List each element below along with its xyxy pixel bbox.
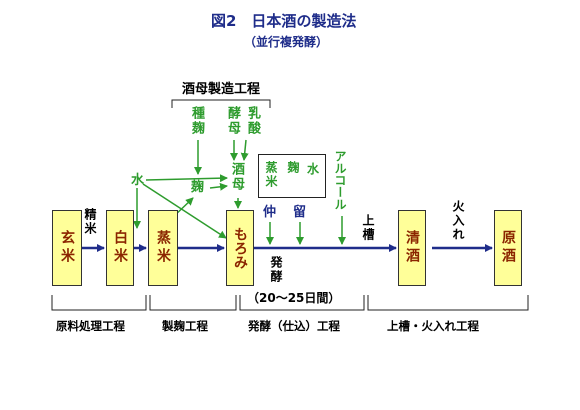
box-brown-rice-label: 玄米: [59, 230, 75, 266]
water-label: 水: [131, 173, 145, 188]
arrow-water-to-shubo: [145, 174, 228, 183]
stage-koji-making: 製麹工程: [162, 319, 208, 333]
box-brown-rice: 玄米: [52, 210, 82, 286]
stage-raw-material: 原料処理工程: [56, 319, 125, 333]
addition-tome: 留: [293, 205, 307, 220]
box-seishu: 清酒: [398, 210, 426, 286]
diagram-title: 図2 日本酒の製造法: [211, 12, 357, 30]
input-yeast: 酵母: [225, 106, 240, 136]
shubo-section-label: 酒母製造工程: [182, 82, 261, 97]
additions-box: 蒸米 麹 水: [258, 154, 326, 198]
addition-steamed-rice: 蒸米: [264, 161, 278, 189]
box-steamed-rice: 蒸米: [148, 210, 178, 286]
diagram-subtitle: （並行複発酵）: [244, 35, 329, 49]
arrow-lactic-to-shubo: [240, 139, 249, 161]
step-polish: 精米: [83, 208, 97, 236]
step-ferment-days: （20〜25日間）: [247, 291, 341, 305]
box-moromi-label: もろみ: [232, 227, 248, 269]
step-sake-press: 上槽: [361, 214, 375, 242]
step-pasteurize: 火入れ: [451, 200, 465, 242]
stage-bracket-press: [367, 295, 529, 311]
stage-press-pasteurize: 上槽・火入れ工程: [387, 319, 479, 333]
stage-bracket-ferment: [239, 295, 365, 311]
box-seishu-label: 清酒: [404, 230, 420, 266]
addition-water: 水: [307, 162, 320, 176]
arrow-koji-to-shubo: [209, 182, 228, 191]
koji-label: 麹: [191, 180, 205, 195]
input-tanekoji: 種麹: [189, 106, 204, 136]
stage-fermentation: 発酵（仕込）工程: [248, 319, 340, 333]
addition-alcohol: アルコール: [333, 150, 347, 210]
box-moromi: もろみ: [226, 210, 254, 286]
stage-bracket-koji: [149, 295, 237, 311]
box-genshu: 原酒: [494, 210, 522, 286]
addition-naka: 仲: [263, 205, 277, 220]
arrow-water-to-moromi: [142, 183, 227, 239]
box-genshu-label: 原酒: [500, 230, 516, 266]
box-steamed-rice-label: 蒸米: [155, 230, 171, 266]
shubo-label: 酒母: [229, 162, 244, 192]
step-ferment: 発酵: [269, 256, 283, 284]
box-white-rice-label: 白米: [112, 230, 128, 266]
stage-bracket-raw: [51, 295, 147, 311]
addition-koji: 麹: [286, 161, 300, 175]
shubo-bracket: [171, 99, 271, 108]
box-white-rice: 白米: [106, 210, 134, 286]
input-lactic-acid: 乳酸: [245, 106, 260, 136]
